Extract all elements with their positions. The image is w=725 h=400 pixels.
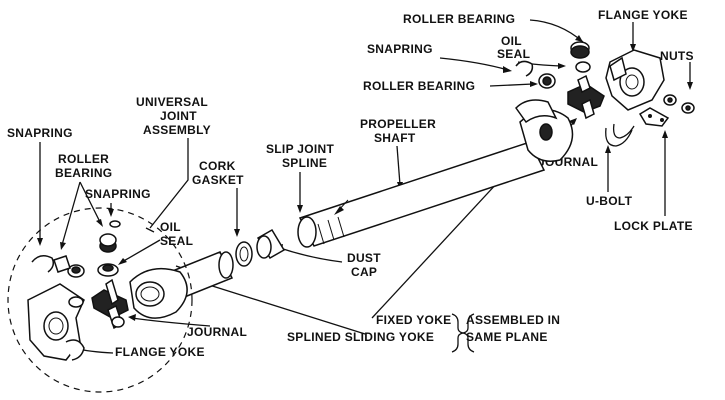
label-snapring-left-2: SNAPRING bbox=[85, 187, 151, 201]
label-universal-joint-2: JOINT bbox=[160, 109, 197, 123]
label-dust-cap-2: CAP bbox=[351, 265, 377, 279]
brace bbox=[451, 313, 464, 353]
label-snapring-left: SNAPRING bbox=[7, 126, 73, 140]
label-fixed-yoke: FIXED YOKE bbox=[376, 313, 451, 327]
dust-cap bbox=[256, 228, 286, 260]
label-propeller-shaft-2: SHAFT bbox=[374, 131, 416, 145]
cork-gasket bbox=[235, 241, 253, 267]
label-oil-seal-left: OIL bbox=[160, 220, 181, 234]
right-bearings bbox=[515, 41, 591, 89]
label-slip-joint-spline-2: SPLINE bbox=[282, 156, 327, 170]
label-roller-bearing-top: ROLLER BEARING bbox=[403, 12, 515, 26]
journal-right bbox=[567, 74, 605, 120]
label-assembled-in: ASSEMBLED IN bbox=[466, 313, 560, 327]
label-slip-joint-spline: SLIP JOINT bbox=[266, 142, 334, 156]
universal-joint-left bbox=[91, 278, 129, 330]
flange-yoke-left bbox=[27, 283, 85, 361]
label-roller-bearing-left: ROLLER bbox=[58, 152, 109, 166]
lock-plate bbox=[638, 107, 670, 127]
label-same-plane: SAME PLANE bbox=[466, 330, 548, 344]
propeller-shaft bbox=[297, 99, 574, 248]
label-journal-left: JOURNAL bbox=[187, 325, 247, 339]
label-propeller-shaft: PROPELLER bbox=[360, 117, 436, 131]
u-bolt bbox=[605, 123, 635, 147]
label-flange-yoke-top: FLANGE YOKE bbox=[598, 8, 688, 22]
label-universal-joint-3: ASSEMBLY bbox=[143, 123, 211, 137]
splined-sliding-yoke bbox=[129, 251, 234, 319]
flange-yoke-right bbox=[605, 49, 665, 111]
label-lock-plate: LOCK PLATE bbox=[614, 219, 693, 233]
label-universal-joint: UNIVERSAL bbox=[136, 95, 208, 109]
label-splined-sliding-yoke: SPLINED SLIDING YOKE bbox=[287, 330, 434, 344]
label-dust-cap: DUST bbox=[347, 251, 381, 265]
label-snapring-top: SNAPRING bbox=[367, 42, 433, 56]
nuts bbox=[663, 94, 695, 114]
label-roller-bearing-mid: ROLLER BEARING bbox=[363, 79, 475, 93]
label-oil-seal-left-2: SEAL bbox=[160, 234, 193, 248]
label-nuts: NUTS bbox=[660, 49, 694, 63]
label-flange-yoke-bottom: FLANGE YOKE bbox=[115, 345, 205, 359]
label-roller-bearing-left-2: BEARING bbox=[55, 166, 112, 180]
universal-joint-outline bbox=[7, 207, 193, 393]
brace-right bbox=[462, 313, 475, 353]
left-bearings bbox=[31, 220, 121, 278]
label-u-bolt: U-BOLT bbox=[586, 194, 633, 208]
label-oil-seal-top: OIL bbox=[501, 34, 522, 48]
label-cork-gasket: CORK bbox=[199, 159, 236, 173]
label-oil-seal-top-2: SEAL bbox=[497, 47, 530, 61]
label-cork-gasket-2: GASKET bbox=[192, 173, 244, 187]
